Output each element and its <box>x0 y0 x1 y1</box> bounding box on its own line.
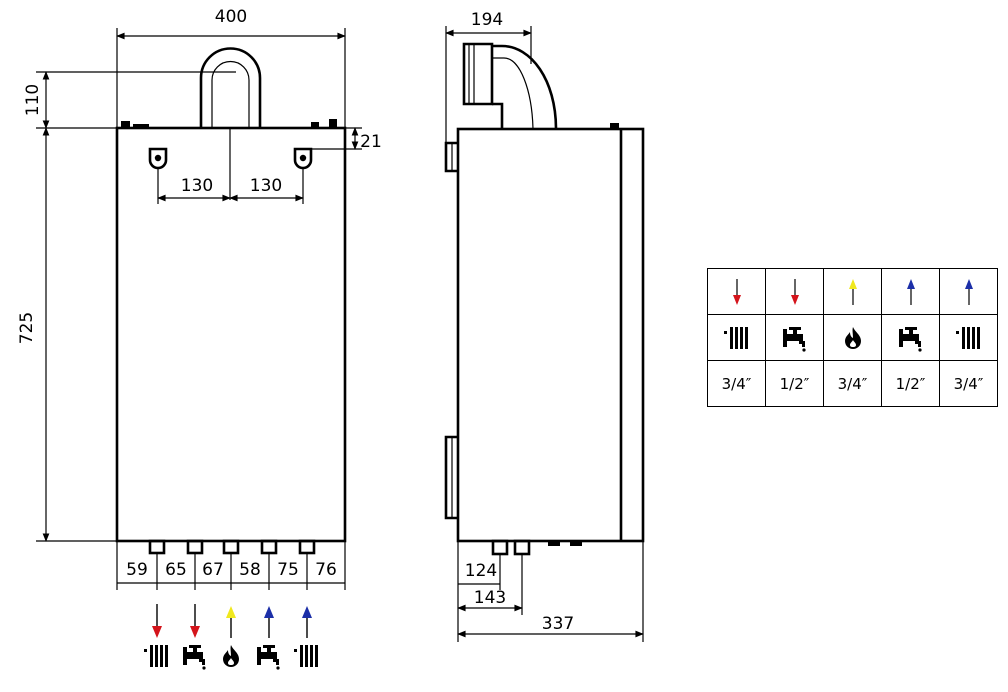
front-connection-3 <box>223 606 239 667</box>
tap-icon <box>257 645 280 670</box>
dim-side-flue: 194 <box>471 10 503 30</box>
legend-arrow-5 <box>939 268 998 315</box>
dim-depth: 337 <box>542 614 574 634</box>
flame-icon <box>223 645 239 667</box>
flue-pipe <box>199 47 262 128</box>
dim-height: 725 <box>17 312 37 344</box>
legend-size-5: 3/4″ <box>939 360 998 407</box>
side-view: 194 124 143 337 <box>444 10 645 642</box>
tap-icon <box>782 326 806 352</box>
front-connection-5 <box>294 606 318 667</box>
legend-symbol-2 <box>765 314 824 361</box>
front-connection-1 <box>144 604 168 667</box>
dim-top-offset: 21 <box>360 132 382 152</box>
dim-mount-right: 130 <box>250 176 282 196</box>
dim-spacing-6: 76 <box>315 560 337 580</box>
legend-symbol-1 <box>707 314 766 361</box>
tap-icon <box>898 326 922 352</box>
dim-spacing-3: 67 <box>202 560 224 580</box>
radiator-icon <box>955 326 980 349</box>
front-connection-4 <box>257 606 280 670</box>
flue-adapter <box>462 42 494 106</box>
front-connection-2 <box>183 604 206 670</box>
legend-size-4: 1/2″ <box>881 360 940 407</box>
legend-row-sizes: 3/4″1/2″3/4″1/2″3/4″ <box>707 360 998 407</box>
dim-width: 400 <box>215 7 247 27</box>
arrow-up-icon <box>848 278 857 305</box>
boiler-side-body <box>456 127 645 543</box>
radiator-icon <box>294 645 318 667</box>
arrow-down-icon <box>190 626 200 638</box>
mount-bracket-right <box>293 147 313 170</box>
dim-mount-left: 130 <box>181 176 213 196</box>
dim-flue-height: 110 <box>23 84 43 116</box>
arrow-up-icon <box>226 606 236 618</box>
front-view: 400 110 725 21 130 130 59 65 67 58 75 <box>17 7 382 590</box>
dim-spacing-4: 58 <box>239 560 261 580</box>
dim-spacing-1: 59 <box>126 560 148 580</box>
arrow-down-icon <box>152 626 162 638</box>
mount-bracket-left <box>148 147 168 170</box>
boiler-front-body <box>115 126 347 543</box>
legend-size-3: 3/4″ <box>823 360 882 407</box>
connection-legend-table: 3/4″1/2″3/4″1/2″3/4″ <box>707 268 998 407</box>
arrow-up-icon <box>906 278 915 305</box>
legend-arrow-2 <box>765 268 824 315</box>
legend-arrow-3 <box>823 268 882 315</box>
arrow-up-icon <box>264 606 274 618</box>
legend-size-2: 1/2″ <box>765 360 824 407</box>
flame-icon <box>844 326 861 349</box>
legend-symbol-5 <box>939 314 998 361</box>
dim-side-conn-2: 143 <box>474 588 506 608</box>
arrow-up-icon <box>964 278 973 305</box>
legend-row-icons <box>707 314 998 361</box>
dim-spacing-2: 65 <box>165 560 187 580</box>
dim-side-conn-1: 124 <box>465 561 497 581</box>
arrow-up-icon <box>302 606 312 618</box>
dim-spacing-5: 75 <box>277 560 299 580</box>
radiator-icon <box>144 645 168 667</box>
legend-symbol-3 <box>823 314 882 361</box>
arrow-down-icon <box>790 278 799 305</box>
legend-arrow-4 <box>881 268 940 315</box>
arrow-down-icon <box>732 278 741 305</box>
front-connection-legend <box>144 604 318 670</box>
tap-icon <box>183 645 206 670</box>
legend-symbol-4 <box>881 314 940 361</box>
legend-arrow-1 <box>707 268 766 315</box>
legend-size-1: 3/4″ <box>707 360 766 407</box>
radiator-icon <box>723 326 748 349</box>
legend-row-arrows <box>707 268 998 315</box>
